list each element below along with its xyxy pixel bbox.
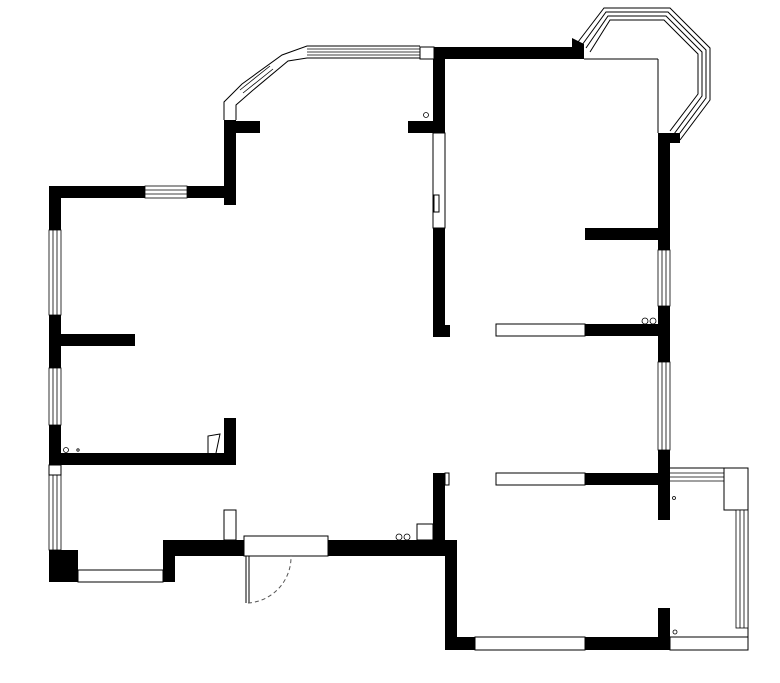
walls xyxy=(48,47,749,651)
wall xyxy=(408,121,445,133)
wall xyxy=(224,121,260,133)
window xyxy=(48,229,62,316)
entry-door[interactable] xyxy=(245,555,292,604)
wall xyxy=(433,325,450,337)
wall xyxy=(224,418,236,465)
wall xyxy=(163,540,244,556)
partition xyxy=(495,323,586,337)
wall xyxy=(585,228,670,240)
window xyxy=(474,636,586,651)
bay-window-top-left xyxy=(223,45,435,120)
wall xyxy=(433,228,445,328)
window xyxy=(77,569,164,583)
wall xyxy=(585,473,670,485)
wall xyxy=(445,540,457,650)
bay-window-top-right xyxy=(572,7,711,143)
window xyxy=(657,249,671,307)
wall xyxy=(163,556,175,582)
window xyxy=(657,361,671,451)
window xyxy=(735,509,749,629)
wall xyxy=(49,186,145,198)
wall xyxy=(224,120,236,205)
wall xyxy=(433,473,445,543)
wall xyxy=(327,540,457,556)
wall xyxy=(61,334,135,346)
wall-top-right xyxy=(434,47,584,59)
door-handle xyxy=(433,194,440,213)
window xyxy=(144,185,188,199)
entry-threshold xyxy=(243,535,329,557)
wall xyxy=(585,324,670,336)
wall xyxy=(585,637,670,650)
pipe-markers xyxy=(63,112,678,635)
wall xyxy=(49,315,61,368)
wall xyxy=(49,453,236,465)
wall xyxy=(433,59,445,121)
window xyxy=(48,474,62,551)
wall xyxy=(658,133,670,250)
wall xyxy=(49,550,78,582)
window xyxy=(48,367,62,426)
partition xyxy=(495,472,586,486)
wall xyxy=(187,186,236,198)
sliding-door xyxy=(432,132,446,229)
